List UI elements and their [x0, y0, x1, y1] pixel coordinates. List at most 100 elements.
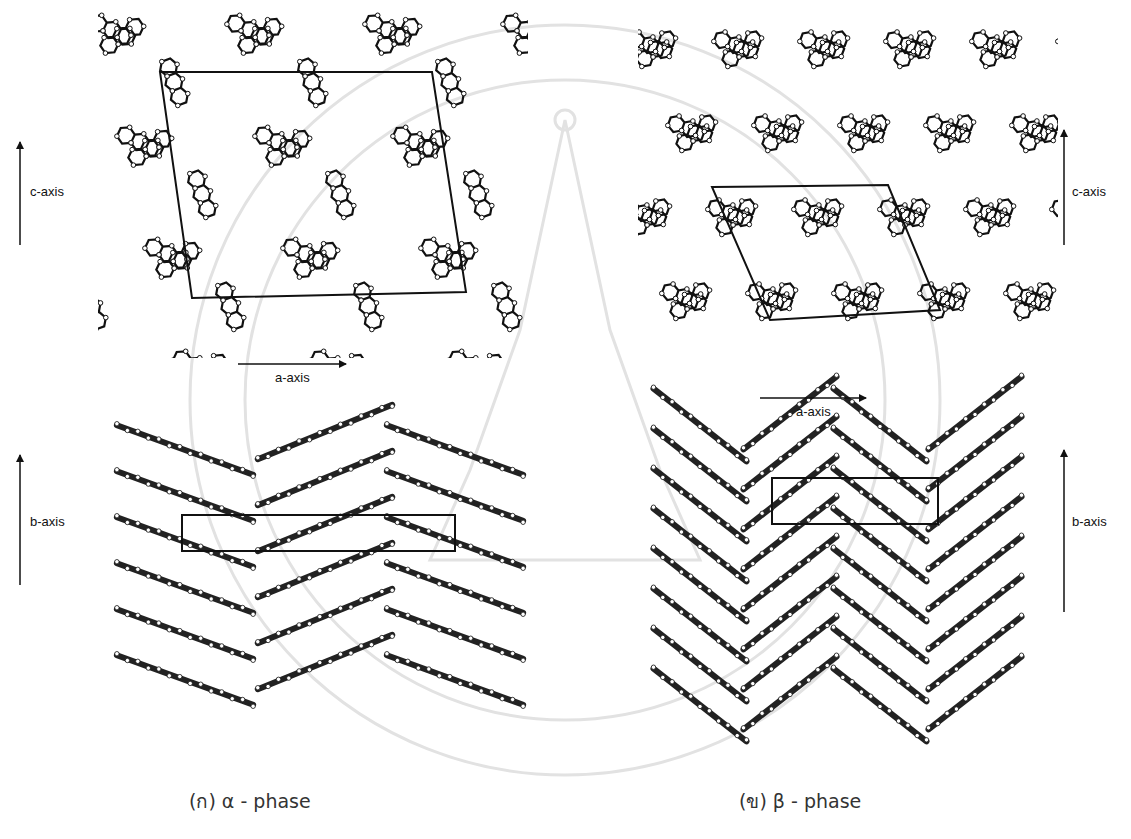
atom-mark — [256, 502, 260, 506]
atom-mark — [369, 643, 373, 647]
atom-mark — [951, 133, 956, 138]
atom-mark — [965, 288, 970, 293]
atom-mark — [982, 402, 986, 406]
atom-mark — [797, 602, 801, 606]
atom-mark — [991, 678, 995, 682]
atom-mark — [323, 257, 328, 262]
atom-mark — [479, 551, 483, 555]
atom-mark — [441, 74, 446, 79]
molecule-rod — [654, 549, 747, 622]
atom-mark — [469, 186, 474, 191]
atom-mark — [906, 483, 910, 487]
benzene-ring — [802, 200, 841, 235]
atom-mark — [276, 447, 280, 451]
atom-mark — [349, 651, 353, 655]
atom-mark — [418, 132, 423, 137]
atom-mark — [661, 595, 665, 599]
atom-mark — [240, 605, 244, 609]
atom-mark — [739, 49, 744, 54]
atom-mark — [878, 207, 883, 212]
atom-mark — [328, 567, 332, 571]
atom-mark — [253, 134, 258, 139]
atom-mark — [157, 529, 161, 533]
atom-mark — [723, 30, 728, 35]
atom-mark — [1046, 129, 1051, 134]
atom-mark — [924, 658, 928, 662]
atom-mark — [142, 132, 147, 137]
atom-mark — [825, 503, 829, 507]
atom-mark — [157, 145, 162, 150]
atom-mark — [915, 613, 919, 617]
molecule-rod — [387, 471, 523, 521]
atom-mark — [748, 45, 753, 50]
atom-mark — [769, 467, 773, 471]
atom-mark — [825, 49, 830, 54]
molecule-rod — [654, 509, 747, 582]
atom-mark — [390, 20, 395, 25]
atom-mark — [797, 482, 801, 486]
atom-mark — [518, 315, 523, 320]
atom-mark — [446, 89, 451, 94]
atom-mark — [954, 297, 959, 302]
atom-mark — [392, 42, 397, 47]
atom-mark — [403, 17, 408, 22]
atom-mark — [220, 690, 224, 694]
atom-mark — [378, 35, 383, 40]
atom-mark — [811, 44, 816, 49]
atom-mark — [1019, 533, 1023, 537]
atom-mark — [731, 223, 736, 228]
atom-mark — [459, 349, 464, 354]
atom-mark — [1019, 573, 1023, 577]
atom-mark — [287, 676, 291, 680]
atom-mark — [638, 232, 639, 237]
atom-mark — [266, 454, 270, 458]
atom-mark — [451, 62, 456, 67]
atom-mark — [823, 55, 828, 60]
atom-mark — [806, 232, 811, 237]
atom-mark — [731, 203, 736, 208]
atom-mark — [276, 585, 280, 589]
atom-mark — [220, 506, 224, 510]
atom-mark — [915, 533, 919, 537]
atom-mark — [698, 464, 702, 468]
atom-mark — [239, 29, 244, 34]
atom-mark — [1046, 129, 1051, 134]
atom-mark — [935, 114, 940, 119]
atom-mark — [1035, 119, 1040, 124]
atom-mark — [971, 120, 976, 125]
atom-mark — [936, 721, 940, 725]
atom-mark — [698, 292, 703, 297]
atom-mark — [1001, 668, 1005, 672]
atom-mark — [395, 566, 399, 570]
atom-mark — [819, 217, 824, 222]
atom-mark — [742, 213, 747, 218]
atom-mark — [850, 640, 854, 644]
atom-mark — [204, 215, 209, 220]
atom-mark — [256, 594, 260, 598]
atom-mark — [735, 533, 739, 537]
atom-mark — [788, 532, 792, 536]
atom-mark — [116, 42, 121, 47]
atom-mark — [209, 459, 213, 463]
benzene-ring — [354, 283, 382, 330]
atom-mark — [763, 134, 768, 139]
atom-mark — [209, 505, 213, 509]
atom-mark — [651, 385, 655, 389]
atom-mark — [924, 738, 928, 742]
atom-mark — [146, 528, 150, 532]
atom-mark — [906, 683, 910, 687]
atom-mark — [661, 555, 665, 559]
atom-mark — [490, 644, 494, 648]
atom-mark — [521, 658, 525, 662]
atom-mark — [797, 682, 801, 686]
atom-mark — [924, 123, 929, 128]
atom-mark — [490, 598, 494, 602]
atom-mark — [887, 629, 891, 633]
atom-mark — [887, 509, 891, 513]
molecule-rod — [117, 517, 253, 567]
atom-mark — [369, 597, 373, 601]
atom-mark — [1010, 663, 1014, 667]
molecule-packing — [98, 8, 528, 358]
atom-mark — [295, 145, 300, 150]
atom-mark — [656, 213, 661, 218]
